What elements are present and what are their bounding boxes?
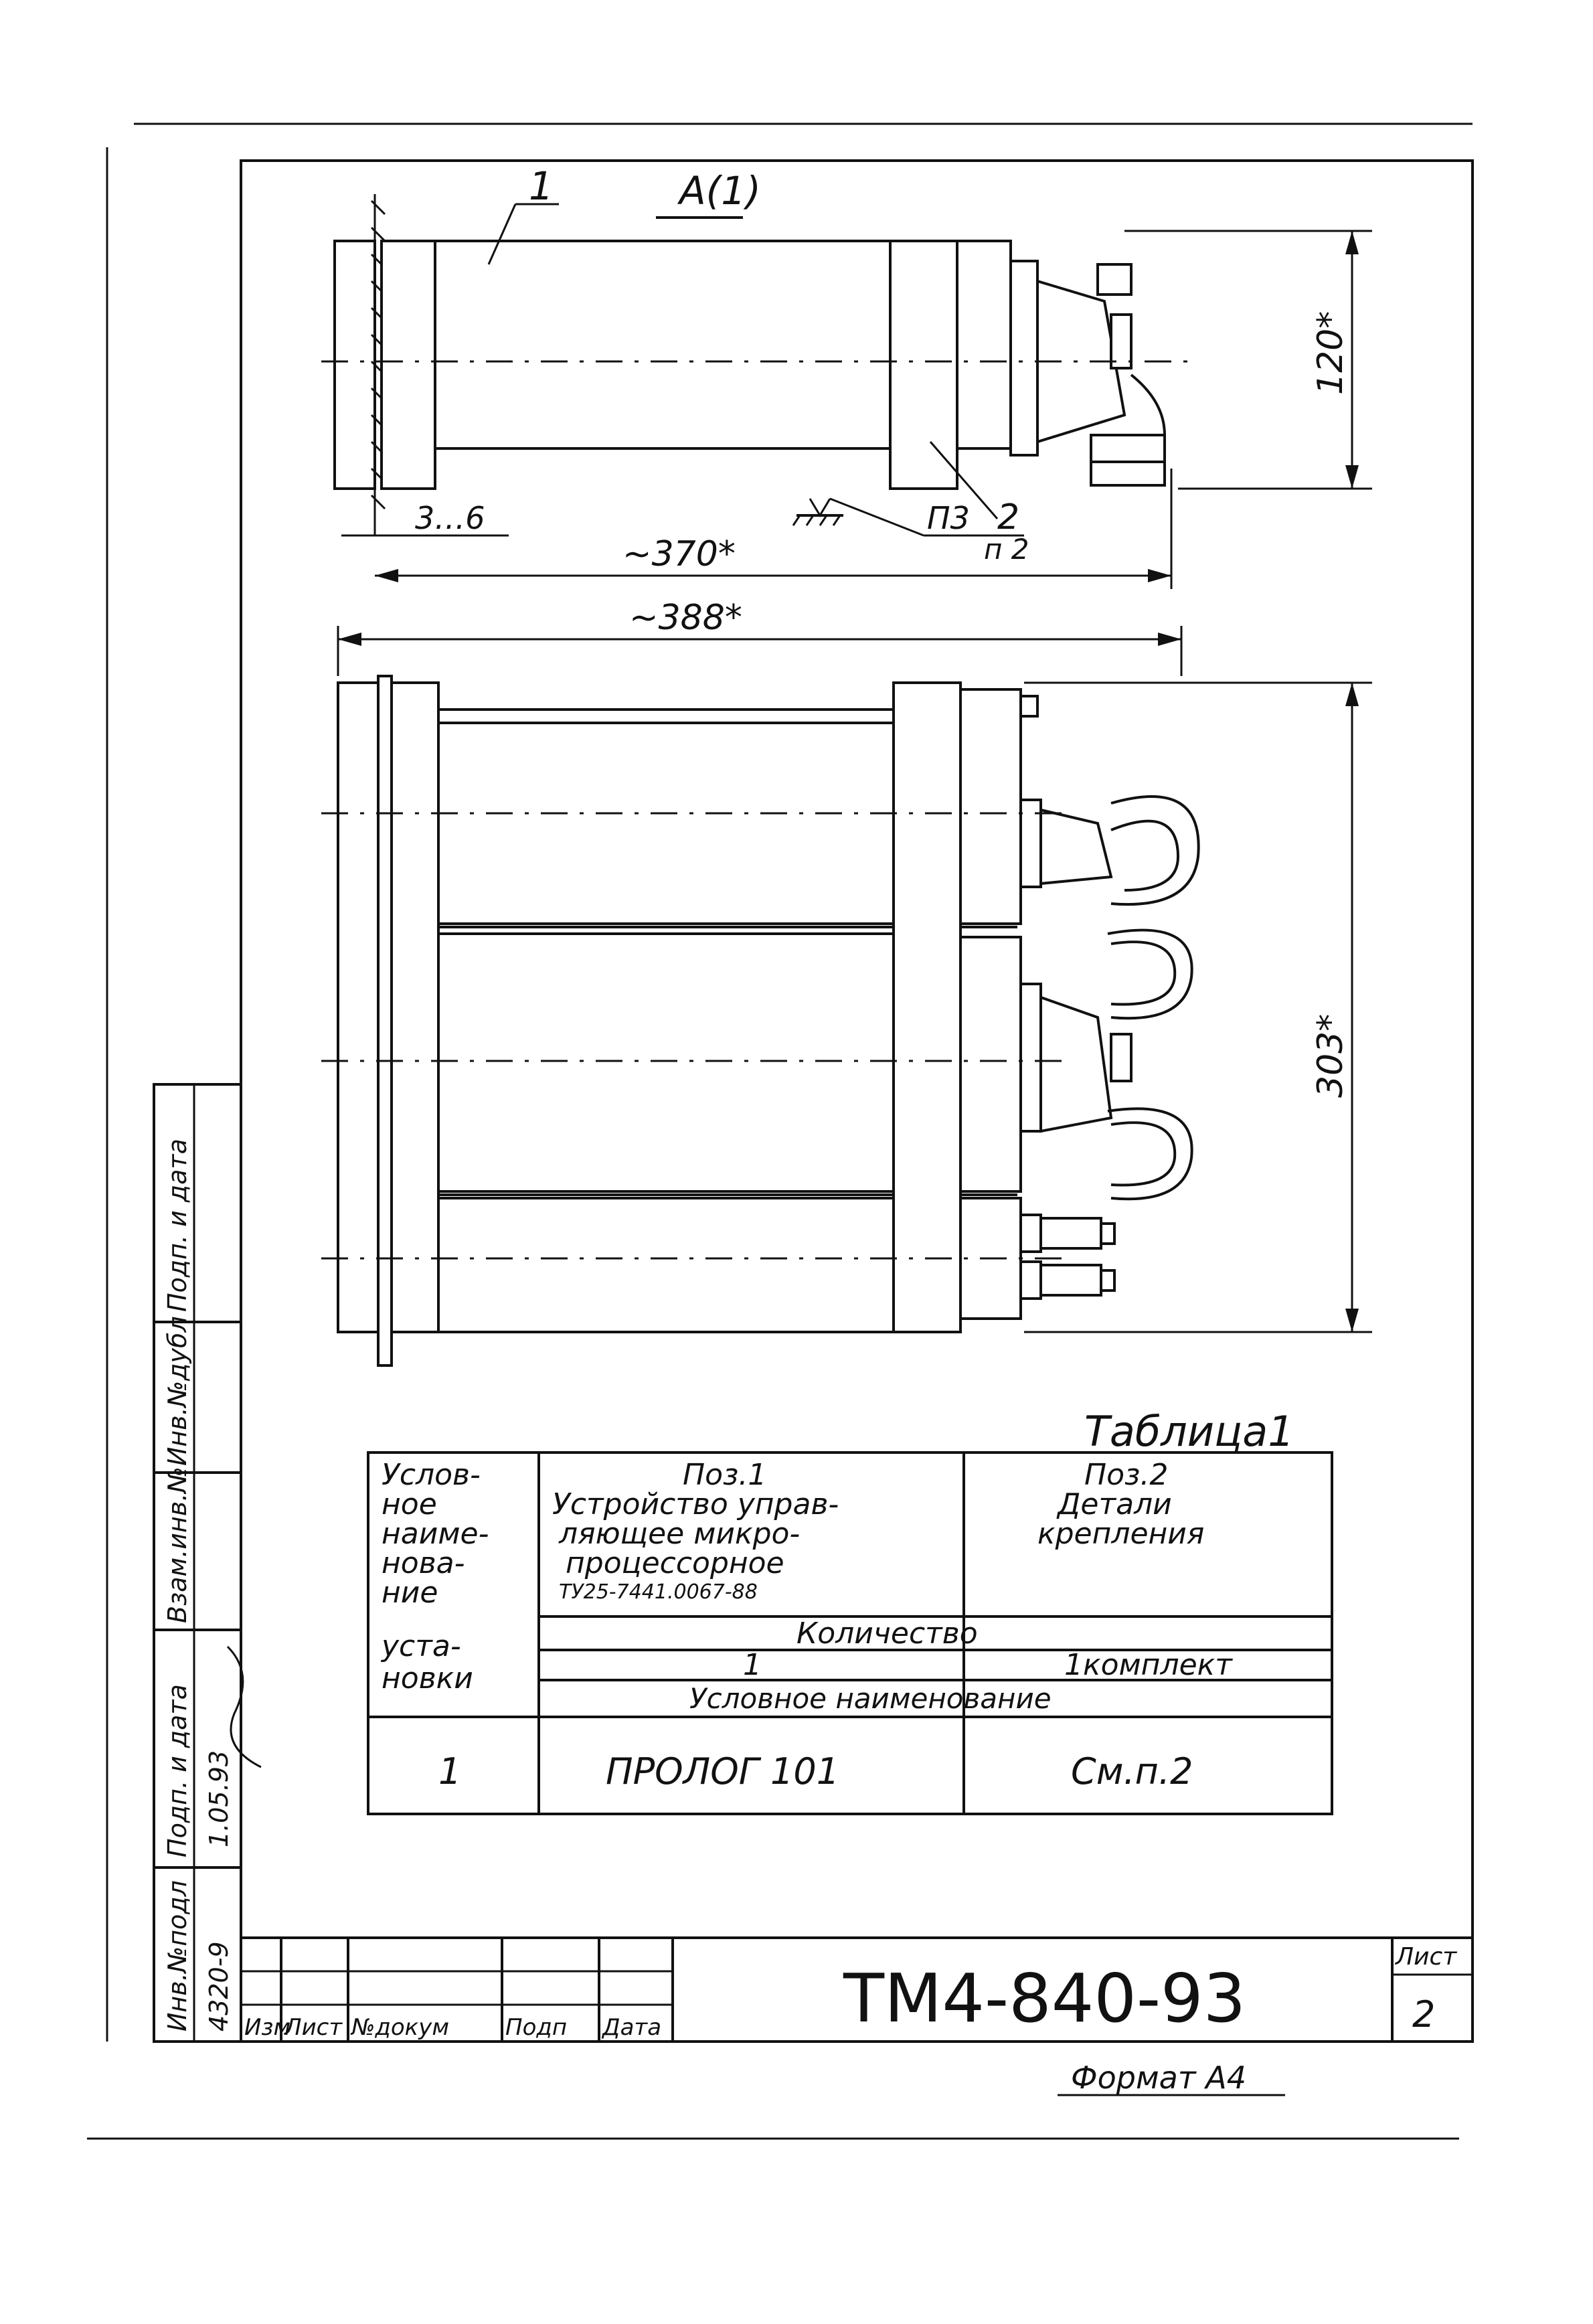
- pos1-label: 1: [529, 163, 554, 209]
- cable-loop-1: [1110, 819, 1180, 892]
- cable-loop-3: [1107, 1107, 1193, 1201]
- p3-label: П3: [927, 500, 970, 536]
- head-left-3: наиме-: [382, 1517, 489, 1551]
- dim-gap: 3…6: [415, 500, 485, 536]
- connector-2: [1039, 995, 1113, 1133]
- pos2-note: п 2: [984, 533, 1029, 566]
- connector-1: [1039, 808, 1113, 886]
- stamp-label-sign-date: Подп. и дата: [163, 1684, 192, 1857]
- table-1: Таблица1 Услов- ное наиме- нова- ние уст…: [367, 1407, 1333, 1815]
- front-view: ~388*: [321, 598, 1372, 1367]
- dim-height-front: 303*: [1311, 1014, 1351, 1098]
- connector-3: [1039, 1217, 1102, 1250]
- title-block: Изм Лист №докум Подп Дата ТМ4-840-93 Лис…: [241, 1936, 1473, 2042]
- head-left-4: нова-: [382, 1546, 465, 1580]
- view-a-label: A(1): [677, 168, 761, 214]
- dim-height-a: 120*: [1311, 311, 1351, 395]
- sheet-label: Лист: [1394, 1943, 1457, 1971]
- head-left-6: уста-: [380, 1629, 461, 1663]
- side-stamp: Инв.№подл Подп. и дата Взам.инв.№ Инв.№д…: [153, 1083, 262, 2043]
- table-caption: Таблица1: [1084, 1407, 1294, 1456]
- pos2-title: Поз.2: [1084, 1458, 1168, 1492]
- right-flange-a: [889, 240, 958, 490]
- doc-number: ТМ4-840-93: [843, 1959, 1246, 2038]
- format-label: Формат А4: [1071, 2060, 1246, 2096]
- pos1-desc-1: Устройство управ-: [552, 1487, 839, 1521]
- pos1-title: Поз.1: [683, 1458, 766, 1492]
- dim-width-front: ~388*: [629, 598, 742, 638]
- pos1-desc-3: процессорное: [566, 1546, 784, 1580]
- head-left-1: Услов-: [382, 1458, 481, 1492]
- left-flange-a: [380, 240, 436, 490]
- dim-length-a: ~370*: [622, 534, 736, 574]
- unit-section-3: [437, 1197, 895, 1333]
- unit-section-1: [437, 722, 895, 925]
- tb-col-izm: Изм: [244, 2014, 290, 2041]
- connector-4: [1039, 1264, 1102, 1297]
- name-header: Условное наименование: [689, 1682, 1052, 1715]
- stamp-label-replace: Взам.инв.№: [163, 1467, 192, 1623]
- stamp-inv-value: 4320-9: [204, 1941, 234, 2031]
- sheet-number: 2: [1412, 1993, 1435, 2036]
- stamp-label-dup: Инв.№дубл: [163, 1316, 192, 1466]
- pos2-desc-1: Детали: [1056, 1487, 1172, 1521]
- head-left-7: новки: [382, 1661, 473, 1695]
- qty-pos1: 1: [743, 1648, 762, 1682]
- row-number: 1: [438, 1750, 461, 1793]
- head-left-5: ние: [382, 1576, 438, 1610]
- stamp-date-value: 1.05.93: [204, 1750, 234, 1847]
- wall-plate-front: [337, 681, 380, 1333]
- tb-col-sign: Подп: [505, 2014, 567, 2041]
- unit-section-2: [437, 932, 895, 1193]
- pos2-label: 2: [997, 497, 1019, 537]
- pos2-desc-2: крепления: [1037, 1517, 1204, 1551]
- qty-header: Количество: [796, 1616, 978, 1651]
- tb-col-date: Дата: [601, 2014, 661, 2041]
- qty-pos2: 1комплект: [1064, 1648, 1233, 1682]
- row-pos2: См.п.2: [1071, 1750, 1193, 1793]
- unit-body-a: [434, 240, 892, 450]
- connector-cone-a: [1036, 279, 1126, 444]
- pos1-desc-2: ляющее микро-: [558, 1517, 800, 1551]
- tb-col-doc: №докум: [350, 2014, 449, 2041]
- connector-plate-a: [956, 240, 1012, 450]
- table-border: [367, 1451, 1333, 1815]
- left-flange-front: [390, 681, 440, 1333]
- view-a: 1 A(1) 2 п 2 П3 3…6 ~370* 120*: [321, 163, 1372, 589]
- signature-mark: [226, 1645, 262, 1768]
- row-pos1: ПРОЛОГ 101: [606, 1750, 839, 1793]
- right-flange-front: [892, 681, 962, 1333]
- cable-loop-2: [1107, 928, 1193, 1020]
- wall-plate-a: [333, 240, 376, 490]
- stamp-label-sign-date-2: Подп. и дата: [163, 1139, 192, 1312]
- stamp-label-inv: Инв.№подл: [163, 1880, 192, 2031]
- tb-col-list: Лист: [283, 2014, 343, 2041]
- head-left-2: ное: [382, 1487, 437, 1521]
- pos1-tu: ТУ25-7441.0067-88: [559, 1580, 758, 1604]
